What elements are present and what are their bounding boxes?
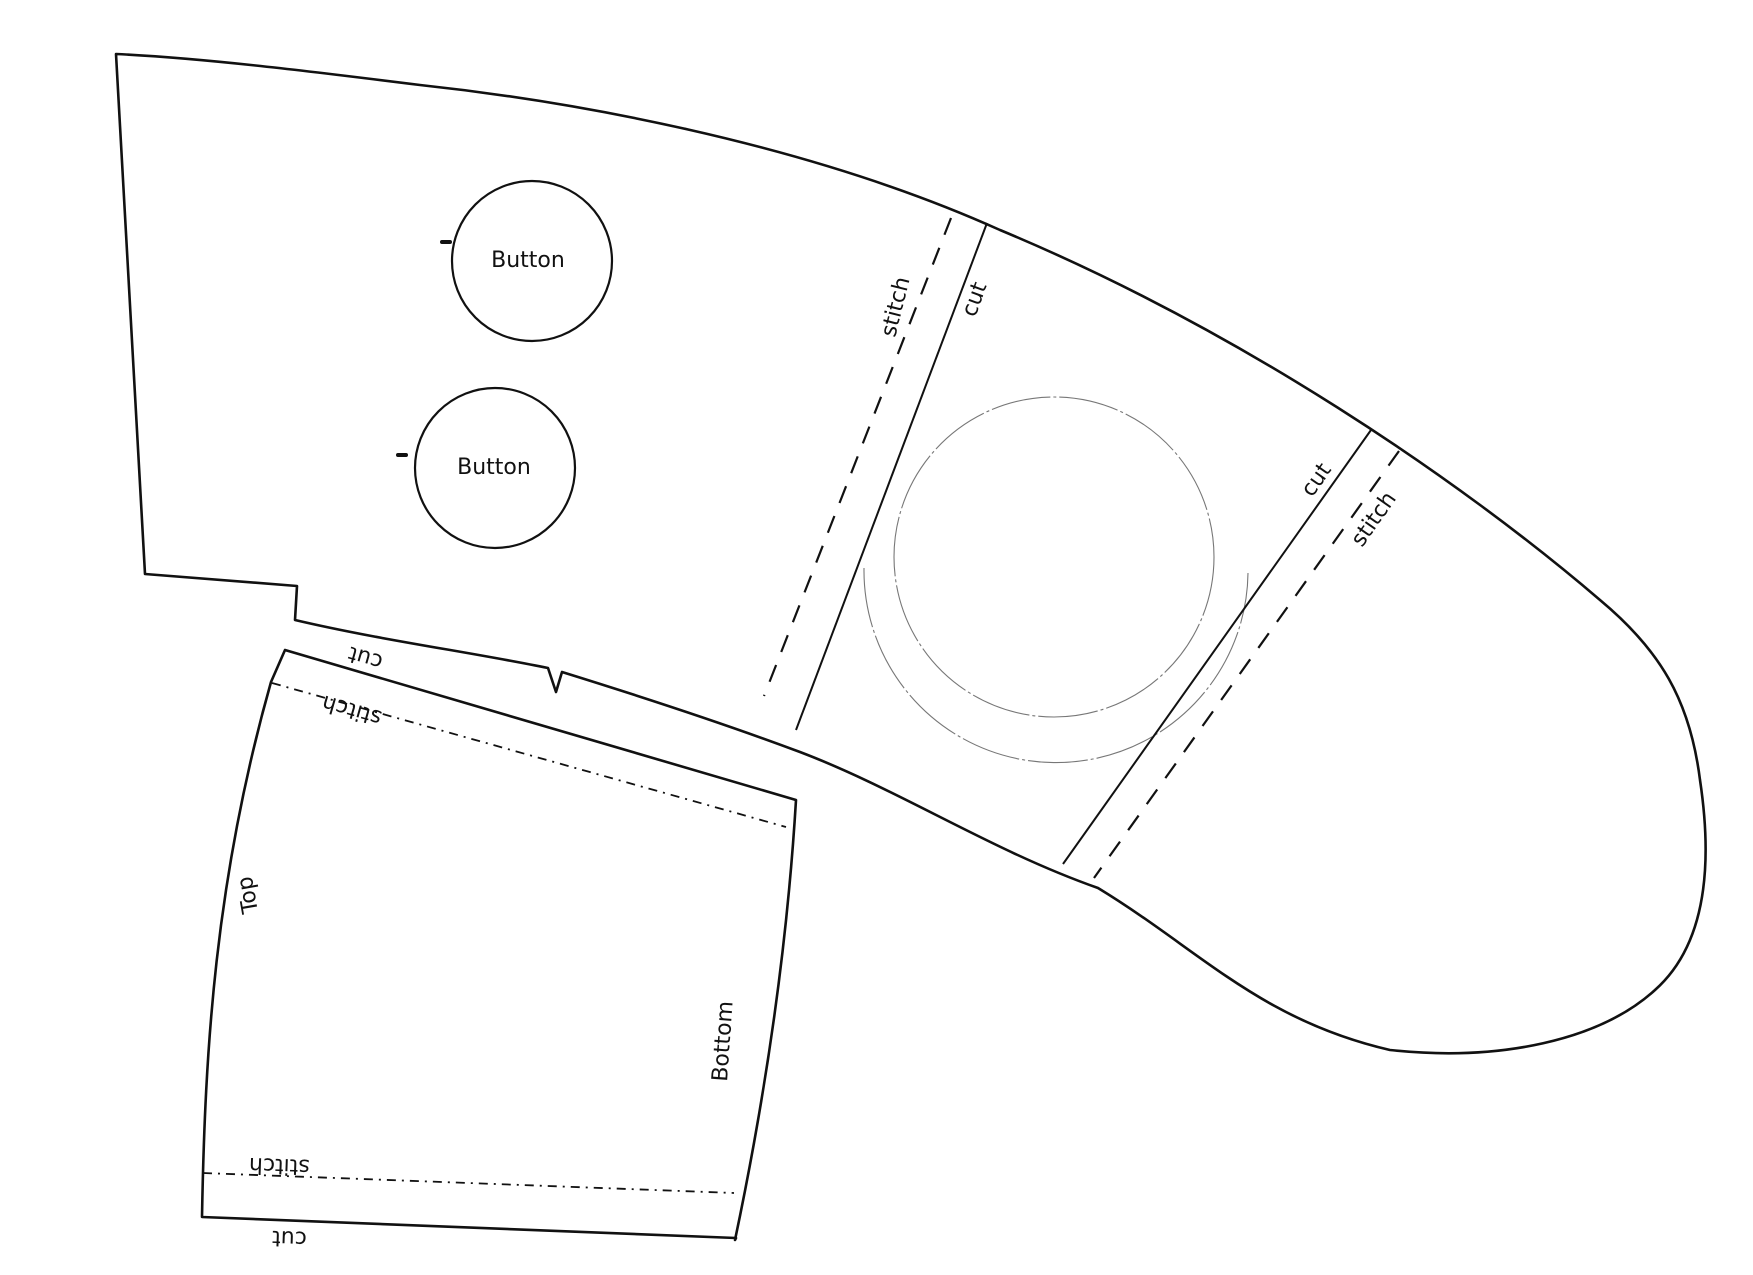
- right-seam-cut-label: cut: [1296, 458, 1337, 501]
- band-bottom-cut-label: cut: [271, 1225, 307, 1251]
- button-label: Button: [491, 248, 565, 273]
- band-bottom-stitch-label: stitch: [248, 1152, 310, 1179]
- main-piece-outline: [114, 52, 1707, 1055]
- button-marker-1: Button: [440, 179, 614, 343]
- band-top-stitch-label: stitch: [319, 689, 384, 730]
- left-seam-stitch-label: stitch: [877, 274, 916, 339]
- right-seam-cut-line: [1062, 429, 1372, 865]
- band-side-label-bottom: Bottom: [708, 1000, 739, 1082]
- right-seam: cut stitch: [1062, 429, 1402, 879]
- band-pattern-piece: cut stitch stitch cut Top Bottom: [200, 641, 798, 1251]
- band-side-label-top: Top: [233, 874, 264, 916]
- right-seam-stitch-line: [1093, 450, 1400, 879]
- left-seam: stitch cut: [762, 217, 993, 731]
- band-piece-outline: [200, 648, 798, 1242]
- left-seam-cut-label: cut: [957, 279, 992, 320]
- opening-guide: [863, 396, 1249, 764]
- left-seam-stitch-line: [762, 217, 953, 697]
- band-bottom-stitch-line: [202, 1172, 735, 1194]
- button-circle: [413, 386, 577, 550]
- left-seam-cut-line: [795, 222, 988, 731]
- band-top-stitch-line: [271, 682, 787, 828]
- button-marker-2: Button: [396, 386, 577, 550]
- main-pattern-piece: stitch cut cut stitch Button Button: [114, 52, 1707, 1055]
- button-circle: [450, 179, 614, 343]
- opening-inner-ring: [893, 396, 1215, 718]
- opening-outer-ring: [863, 567, 1249, 764]
- button-label: Button: [457, 455, 531, 480]
- right-seam-stitch-label: stitch: [1346, 487, 1401, 551]
